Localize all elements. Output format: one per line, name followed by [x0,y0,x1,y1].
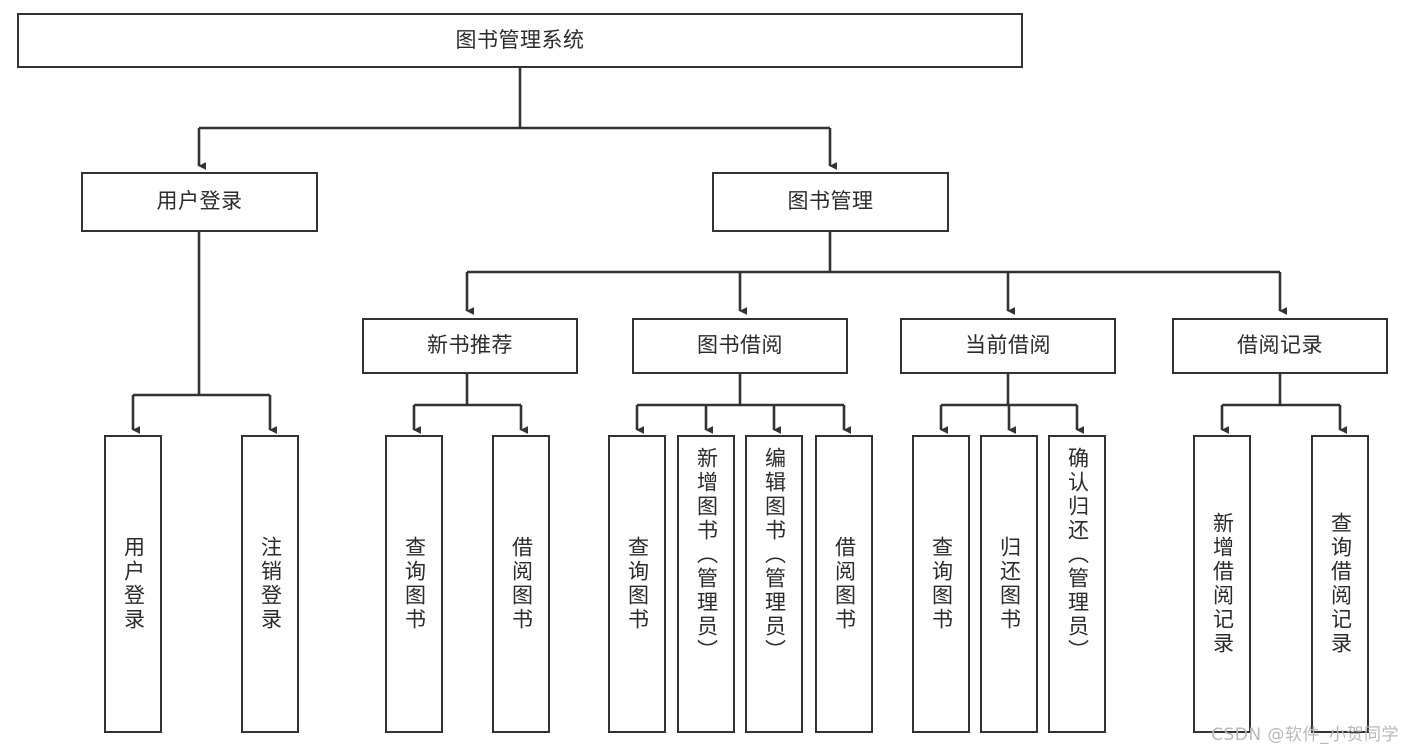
leaf-logout-label: 注销登录 [258,536,283,632]
node-book-borrow-label: 图书借阅 [697,333,783,358]
leaf-query-borrow-record[interactable]: 查询借阅记录 [1311,435,1369,733]
node-user-login[interactable]: 用户登录 [81,172,318,232]
node-book-management[interactable]: 图书管理 [712,172,949,232]
node-root-system-label: 图书管理系统 [455,27,585,52]
leaf-add-borrow-record-label: 新增借阅记录 [1210,512,1235,656]
leaf-confirm-return-admin[interactable]: 确认归还（管理员） [1048,435,1106,733]
leaf-borrow-book[interactable]: 借阅图书 [815,435,873,733]
leaf-new-book-borrow[interactable]: 借阅图书 [492,435,550,733]
leaf-new-book-query[interactable]: 查询图书 [385,435,443,733]
leaf-new-book-borrow-label: 借阅图书 [509,536,534,632]
leaf-edit-book-admin-label: 编辑图书（管理员） [762,447,787,663]
leaf-borrow-book-label: 借阅图书 [832,536,857,632]
leaf-user-login-label: 用户登录 [121,536,146,632]
leaf-borrow-query-book[interactable]: 查询图书 [608,435,666,733]
leaf-current-query-book-label: 查询图书 [929,536,954,632]
node-current-borrow-label: 当前借阅 [965,333,1051,358]
leaf-user-login[interactable]: 用户登录 [104,435,162,733]
node-new-book-recommend[interactable]: 新书推荐 [362,318,578,374]
leaf-add-borrow-record[interactable]: 新增借阅记录 [1193,435,1251,733]
node-borrow-record[interactable]: 借阅记录 [1172,318,1388,374]
leaf-query-borrow-record-label: 查询借阅记录 [1328,512,1353,656]
leaf-edit-book-admin[interactable]: 编辑图书（管理员） [745,435,803,733]
leaf-return-book[interactable]: 归还图书 [980,435,1038,733]
leaf-confirm-return-admin-label: 确认归还（管理员） [1065,447,1090,663]
leaf-logout[interactable]: 注销登录 [241,435,299,733]
leaf-add-book-admin-label: 新增图书（管理员） [694,447,719,663]
node-user-login-label: 用户登录 [156,189,243,214]
node-new-book-recommend-label: 新书推荐 [427,333,513,358]
node-borrow-record-label: 借阅记录 [1237,333,1323,358]
leaf-return-book-label: 归还图书 [997,536,1022,632]
leaf-current-query-book[interactable]: 查询图书 [912,435,970,733]
node-current-borrow[interactable]: 当前借阅 [900,318,1116,374]
leaf-borrow-query-book-label: 查询图书 [625,536,650,632]
node-book-management-label: 图书管理 [787,189,874,214]
csdn-watermark: CSDN @软件_小贺同学 [1211,725,1399,745]
leaf-add-book-admin[interactable]: 新增图书（管理员） [677,435,735,733]
node-book-borrow[interactable]: 图书借阅 [632,318,848,374]
node-root-system[interactable]: 图书管理系统 [17,13,1023,68]
leaf-new-book-query-label: 查询图书 [402,536,427,632]
